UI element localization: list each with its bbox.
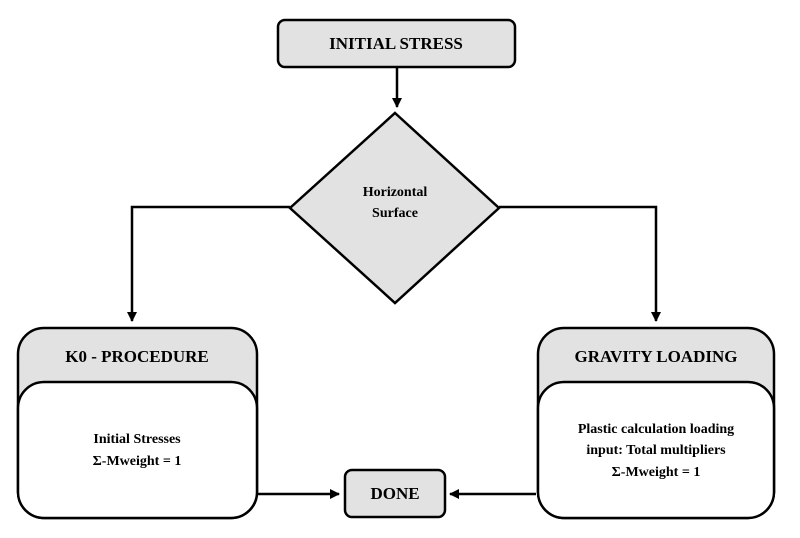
decision-label-line-1: Horizontal <box>363 185 428 200</box>
gravity-loading-line-3: Σ-Mweight = 1 <box>612 465 701 480</box>
done-label: DONE <box>370 484 419 503</box>
node-k0-procedure: K0 - PROCEDURE Initial Stresses Σ-Mweigh… <box>16 326 259 520</box>
gravity-loading-line-1: Plastic calculation loading <box>578 422 734 437</box>
k0-procedure-body <box>16 380 259 520</box>
node-decision-horizontal-surface: Horizontal Surface <box>288 111 501 305</box>
k0-procedure-line-2: Σ-Mweight = 1 <box>93 454 182 469</box>
initial-stress-label: INITIAL STRESS <box>329 34 463 53</box>
edge-decision-to-gravity <box>499 205 661 322</box>
edge-decision-to-k0 <box>127 205 290 322</box>
gravity-loading-title: GRAVITY LOADING <box>575 347 738 366</box>
gravity-loading-body <box>536 380 776 520</box>
decision-label-line-2: Surface <box>372 206 418 221</box>
node-gravity-loading: GRAVITY LOADING Plastic calculation load… <box>536 326 776 520</box>
gravity-loading-line-2: input: Total multipliers <box>586 443 726 458</box>
k0-procedure-line-1: Initial Stresses <box>93 432 181 447</box>
node-done: DONE <box>343 468 447 519</box>
k0-procedure-title: K0 - PROCEDURE <box>65 347 209 366</box>
node-initial-stress: INITIAL STRESS <box>276 18 517 69</box>
